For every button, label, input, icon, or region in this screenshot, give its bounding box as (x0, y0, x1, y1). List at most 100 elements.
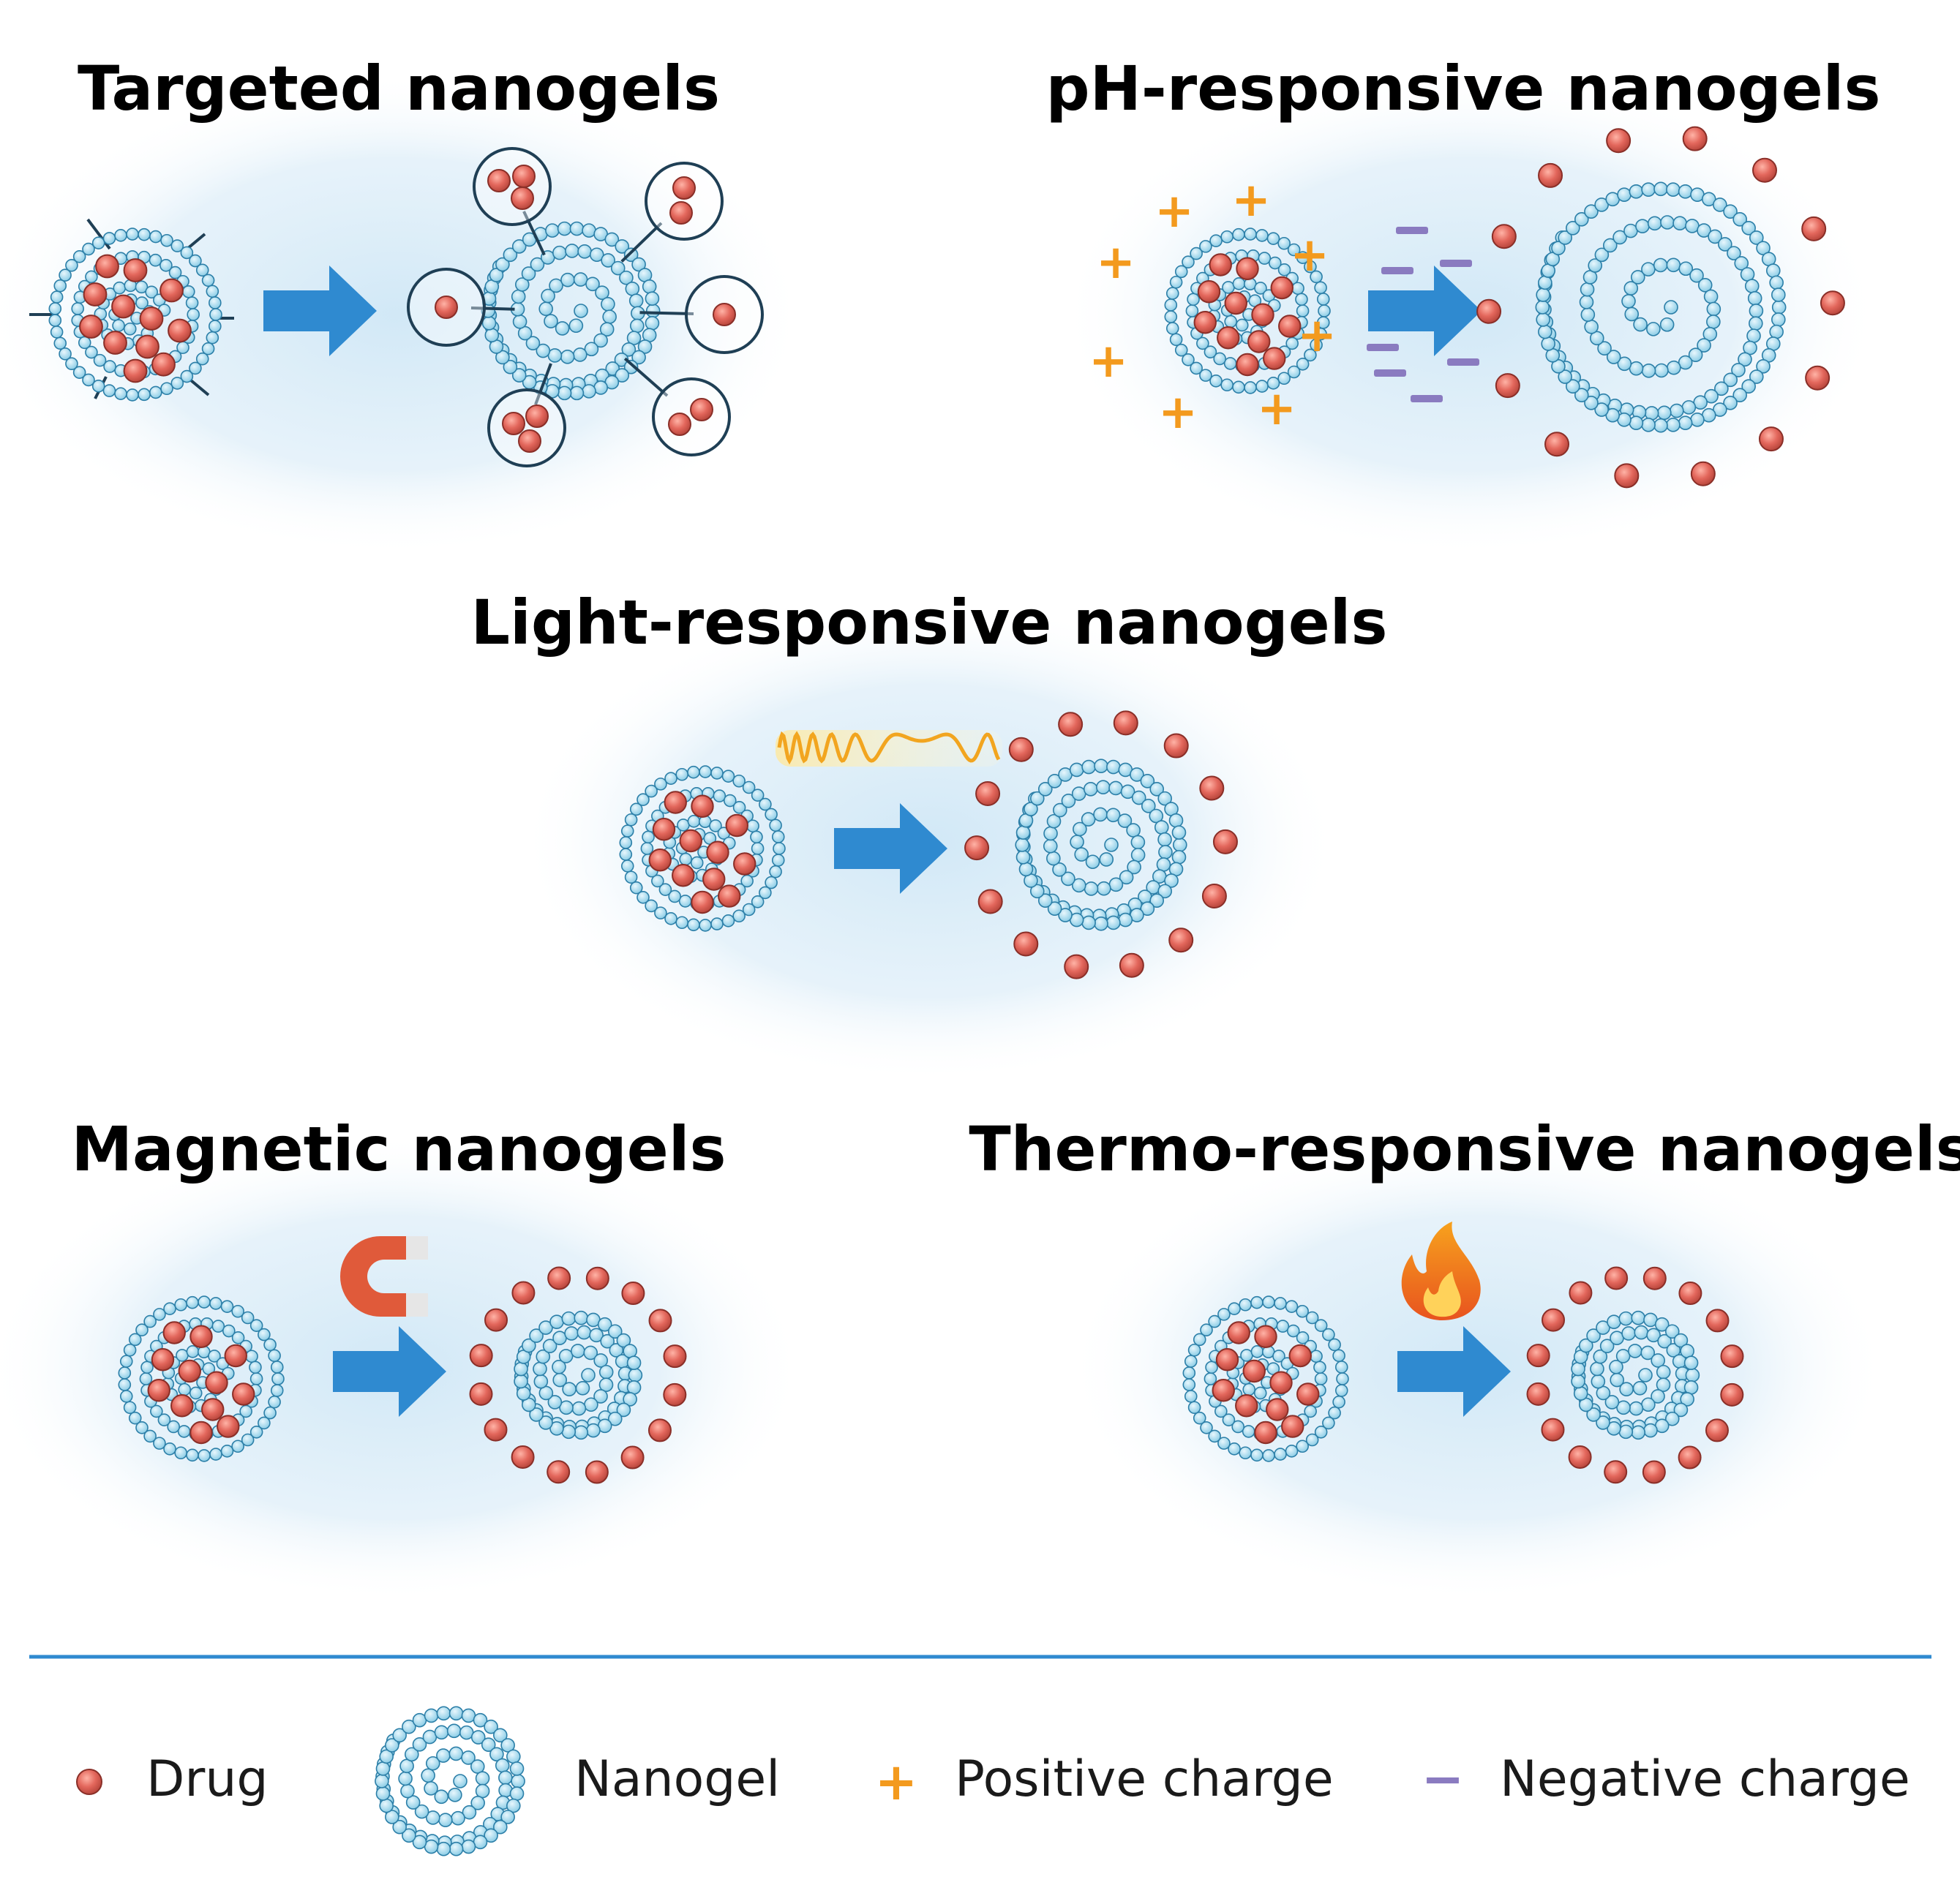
nanogel-bead (91, 380, 105, 393)
nanogel-bead (400, 1783, 415, 1799)
nanogel-bead (1083, 781, 1098, 797)
nanogel-bead (1208, 1314, 1221, 1328)
nanogel-bead (1157, 791, 1173, 806)
nanogel-bead (1171, 850, 1187, 865)
nanogel-bead (1058, 908, 1073, 922)
nanogel-bead (1629, 184, 1644, 199)
ligand-line (620, 222, 663, 263)
nanogel-bead (631, 350, 646, 365)
nanogel-bead (629, 802, 643, 816)
positive-charge-icon: + (875, 1752, 918, 1812)
drug-particle (170, 1394, 194, 1418)
nanogel-bead (1037, 781, 1053, 797)
nanogel-bead (1654, 363, 1669, 378)
nanogel-bead (1607, 1314, 1621, 1329)
nanogel-bead (1156, 857, 1171, 872)
nanogel-bead (593, 333, 608, 348)
drug-particle (502, 412, 525, 435)
drug-particle (1254, 1325, 1277, 1348)
nanogel-bead (1749, 369, 1764, 384)
nanogel-bead (405, 1795, 421, 1810)
drug-particle (1227, 1321, 1250, 1344)
nanogel-bead (1628, 1344, 1642, 1358)
nanogel-bead (1073, 821, 1087, 837)
nanogel-bead (1651, 1389, 1665, 1404)
nanogel-bead (461, 1839, 476, 1854)
nanogel-bead (616, 1402, 631, 1418)
nanogel-bead (1174, 265, 1188, 279)
nanogel-bead (1697, 338, 1711, 353)
nanogel-bead (1535, 300, 1550, 315)
nanogel-bead (53, 279, 67, 293)
nanogel-bead (601, 296, 615, 312)
drug-particle (647, 1418, 672, 1442)
nanogel-bead (1232, 277, 1246, 290)
nanogel-bead (1657, 405, 1672, 421)
targeting-vesicle (487, 363, 566, 467)
nanogel-bead (1173, 838, 1187, 852)
nanogel-bead (1053, 802, 1067, 818)
nanogel-bead (1688, 347, 1703, 363)
nanogel-bead (1334, 1384, 1348, 1397)
legend: Drug Nanogel + Positive charge − Negativ… (76, 1706, 1910, 1856)
nanogel-bead (687, 815, 701, 828)
drug-particle (1119, 952, 1144, 978)
nanogel-bead (1140, 901, 1155, 917)
nanogel-bead (149, 385, 162, 399)
nanogel-bead (740, 874, 754, 888)
nanogel-bead (1187, 1401, 1201, 1415)
nanogel-bead (249, 1372, 263, 1385)
nanogel-bead (615, 368, 630, 383)
nanogel-bead (1081, 915, 1096, 930)
nanogel-bead (583, 1345, 598, 1361)
nanogel-bead (1680, 1392, 1694, 1407)
nanogel-bead (1584, 396, 1599, 410)
nanogel-bead (53, 336, 67, 350)
nanogel-bead (180, 369, 194, 383)
drug-particle (669, 201, 693, 225)
nanogel-bead (1612, 230, 1627, 245)
nanogel-bead (568, 318, 584, 334)
nanogel-bead (1296, 251, 1310, 264)
nanogel-bead (470, 1796, 485, 1810)
nanogel-bead (1558, 369, 1572, 384)
drug-particle (1569, 1281, 1593, 1305)
nanogel-bead (1586, 1407, 1601, 1422)
targeted-arrow (263, 266, 377, 356)
nanogel-bead (1149, 781, 1165, 797)
nanogel-bead (249, 1361, 262, 1374)
nanogel-bead (645, 291, 660, 306)
nanogel-bead (186, 1448, 199, 1462)
nanogel-bead (1616, 1400, 1631, 1415)
nanogel-bead (114, 229, 127, 242)
nanogel-bead (1096, 780, 1111, 795)
nanogel-bead (595, 285, 609, 300)
nanogel-bead (484, 1719, 498, 1734)
drug-particle (139, 306, 164, 331)
targeted-loaded-nanogel (48, 227, 222, 402)
nanogel-bead (1069, 762, 1084, 778)
nanogel-bead (220, 1300, 234, 1313)
nanogel-bead (645, 315, 660, 331)
nanogel-bead (529, 1407, 544, 1422)
targeting-vesicle (620, 162, 724, 263)
targeting-vesicle (639, 275, 764, 354)
nanogel-bead (195, 263, 209, 277)
drug-particle (1476, 298, 1502, 324)
nanogel-bead (495, 257, 510, 272)
nanogel-bead (1262, 1295, 1275, 1309)
nanogel-bead (593, 1389, 608, 1404)
nanogel-bead (123, 1401, 137, 1415)
nanogel-bead (1607, 1421, 1621, 1436)
nanogel-bead (1118, 912, 1133, 928)
nanogel-bead (522, 1338, 536, 1353)
nanogel-bead (209, 1297, 222, 1310)
nanogel-bead (624, 813, 638, 827)
nanogel-bead (1629, 415, 1644, 430)
nanogel-bead (1081, 759, 1096, 775)
nanogel-bead (1551, 241, 1566, 255)
nanogel-bead (1633, 317, 1648, 332)
drug-particle (679, 829, 702, 853)
nanogel-bead (1164, 298, 1178, 312)
nanogel-bead (153, 1437, 166, 1450)
